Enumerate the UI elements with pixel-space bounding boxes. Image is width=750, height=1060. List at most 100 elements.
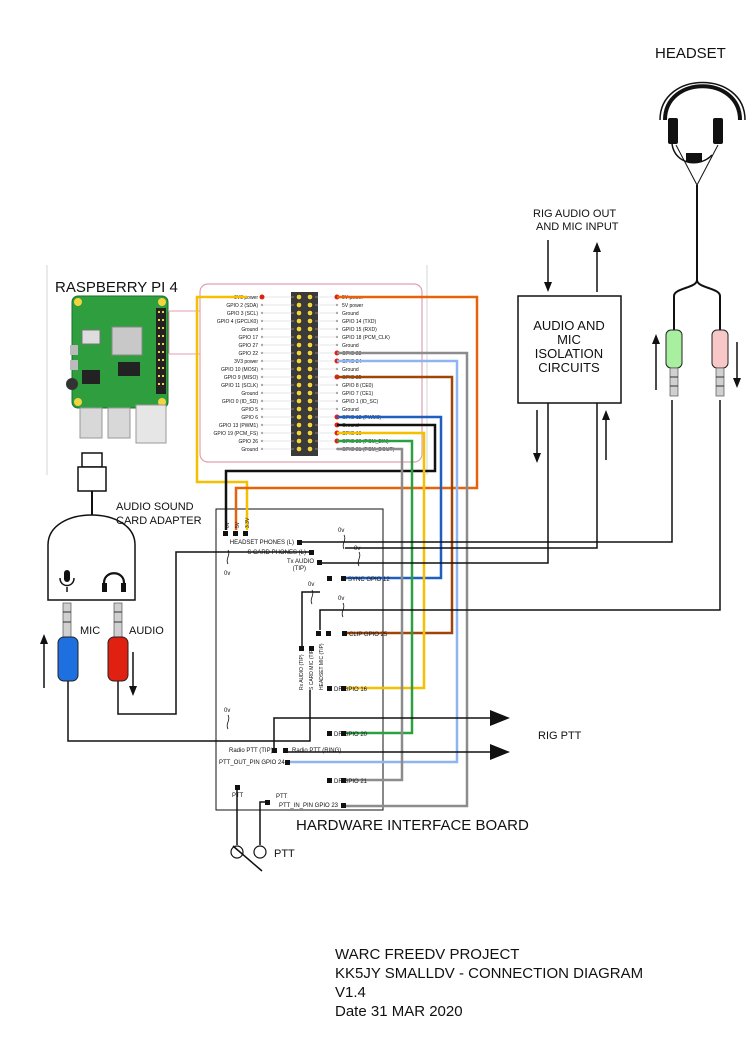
gpio-header-pin <box>307 366 313 372</box>
gpio-pin-label: Ground <box>342 311 359 317</box>
zero-v-label: 0v <box>354 546 360 552</box>
gpio-pin-label: GPIO 3 (SCL) <box>227 311 258 317</box>
ptt-in-label: PTT_IN_PIN GPIO 23 <box>279 803 339 809</box>
gpio-pin-dot <box>260 415 264 419</box>
gpio-header <box>291 292 318 456</box>
gpio-pin-dot <box>260 351 264 355</box>
rig-audio-label-1: RIG AUDIO OUT <box>533 208 616 220</box>
gpio-header-pin <box>307 318 313 324</box>
audio-label: AUDIO <box>129 625 164 637</box>
df-gpio20-label: DF GPIO 20 <box>334 732 368 738</box>
gpio-pin-dot <box>260 391 264 395</box>
gpio-pin-label: Ground <box>241 327 258 333</box>
clip-gpio-label: CLIP GPIO 25 <box>349 632 388 638</box>
zero-v-label: 0v <box>224 708 230 714</box>
radio-ptt-ring-label: Radio PTT (RING) <box>292 748 341 754</box>
gpio-header-pin <box>296 334 302 340</box>
gpio-header-pin <box>296 374 302 380</box>
gpio-pin-label: GPIO 19 (PCM_FS) <box>214 431 259 437</box>
gpio-pin-label: 5V power <box>342 303 363 309</box>
gpio-pin-dot <box>260 327 264 331</box>
gpio-pin-label: GPIO 0 (ID_SD) <box>222 399 258 405</box>
gpio-header-pin <box>307 422 313 428</box>
gpio-pin-label: GPIO 9 (MISO) <box>224 375 259 381</box>
gpio-header-pin <box>307 342 313 348</box>
usb-plug-icon <box>77 452 107 516</box>
gpio-pin-dot <box>335 303 339 307</box>
gpio-header-pin <box>307 430 313 436</box>
gpio-pin-label: GPIO 1 (ID_SC) <box>342 399 378 405</box>
zero-v-label: 0v <box>308 582 314 588</box>
gpio-header-pin <box>307 310 313 316</box>
gpio-pin-dot <box>335 391 339 395</box>
gpio-pin-dot <box>335 311 339 315</box>
zero-v-label: 0v <box>338 596 344 602</box>
gpio-pin-label: GPIO 26 <box>239 439 259 445</box>
board-3v3: 3.3V <box>245 517 251 528</box>
gpio-pin-dot <box>259 294 265 300</box>
headset-icon <box>659 81 746 187</box>
gpio-header-pin <box>296 422 302 428</box>
sound-card-label-2: CARD ADAPTER <box>116 515 202 527</box>
gpio-pin-dot <box>260 303 264 307</box>
gpio-header-pin <box>307 406 313 412</box>
gpio-header-pin <box>307 390 313 396</box>
ptt-switch-icon <box>230 788 267 872</box>
sync-gpio-label: SYNC GPIO 12 <box>348 577 390 583</box>
gpio-pin-dot <box>260 311 264 315</box>
footer-line-4: Date 31 MAR 2020 <box>335 1003 463 1020</box>
gpio-pin-dot <box>260 431 264 435</box>
gpio-pin-label: GPIO 2 (SDA) <box>226 303 258 309</box>
board-ptt-label-2: PTT <box>276 794 288 800</box>
gpio-header-pin <box>296 398 302 404</box>
gpio-pin-dot <box>260 367 264 371</box>
gpio-pin-label: GPIO 22 <box>239 351 259 357</box>
isolation-label-2: MIC <box>557 332 581 347</box>
gpio-header-pin <box>296 430 302 436</box>
ptt-switch-label: PTT <box>274 848 295 860</box>
gpio-header-pin <box>296 438 302 444</box>
gpio-pin-label: GPIO 11 (SCLK) <box>221 383 258 389</box>
gpio-header-pin <box>307 382 313 388</box>
gpio-pin-label: GPIO 4 (GPCLK0) <box>217 319 258 325</box>
headphones-icon <box>102 572 126 592</box>
gpio-header-pin <box>296 366 302 372</box>
gpio-header-pin <box>296 390 302 396</box>
gpio-pin-dot <box>260 343 264 347</box>
df-gpio21-label: DF GPIO 21 <box>334 779 368 785</box>
gpio-pin-dot <box>260 319 264 323</box>
tx-audio-label-1: Tx AUDIO <box>287 559 314 565</box>
gpio-pin-dot <box>260 439 264 443</box>
gpio-header-pin <box>307 414 313 420</box>
raspberry-pi-board-icon <box>66 295 169 444</box>
gpio-pin-label: Ground <box>241 391 258 397</box>
gpio-header-pin <box>296 406 302 412</box>
gpio-pin-dot <box>260 375 264 379</box>
board-ptt-label: PTT <box>232 793 244 799</box>
gpio-header-pin <box>307 302 313 308</box>
gpio-pin-label: GPIO 13 (PWM1) <box>219 423 259 429</box>
footer-line-1: WARC FREEDV PROJECT <box>335 946 520 963</box>
raspberry-pi-label: RASPBERRY PI 4 <box>55 279 178 296</box>
headset-mic-plug <box>665 329 683 397</box>
rig-ptt-label: RIG PTT <box>538 730 582 742</box>
footer-line-3: V1.4 <box>335 984 366 1001</box>
gpio-header-pin <box>307 334 313 340</box>
gpio-header-pin <box>296 358 302 364</box>
gpio-pin-label: Ground <box>342 343 359 349</box>
isolation-circuits-box <box>517 295 622 404</box>
isolation-label-4: CIRCUITS <box>538 360 600 375</box>
audio-plug <box>107 602 129 682</box>
gpio-pin-dot <box>260 383 264 387</box>
rig-audio-label-2: AND MIC INPUT <box>536 221 619 233</box>
ptt-out-label: PTT_OUT_PIN GPIO 24 <box>219 760 285 766</box>
gpio-pin-dot <box>335 407 339 411</box>
gpio-pin-label: Ground <box>342 407 359 413</box>
headset-phones-plug <box>711 329 729 397</box>
gpio-header-pin <box>307 446 313 452</box>
zero-v-label: 0v <box>338 528 344 534</box>
footer-block: WARC FREEDV PROJECT KK5JY SMALLDV - CONN… <box>335 945 643 1021</box>
gpio-pin-label: GPIO 27 <box>239 343 259 349</box>
gpio-header-pin <box>307 398 313 404</box>
